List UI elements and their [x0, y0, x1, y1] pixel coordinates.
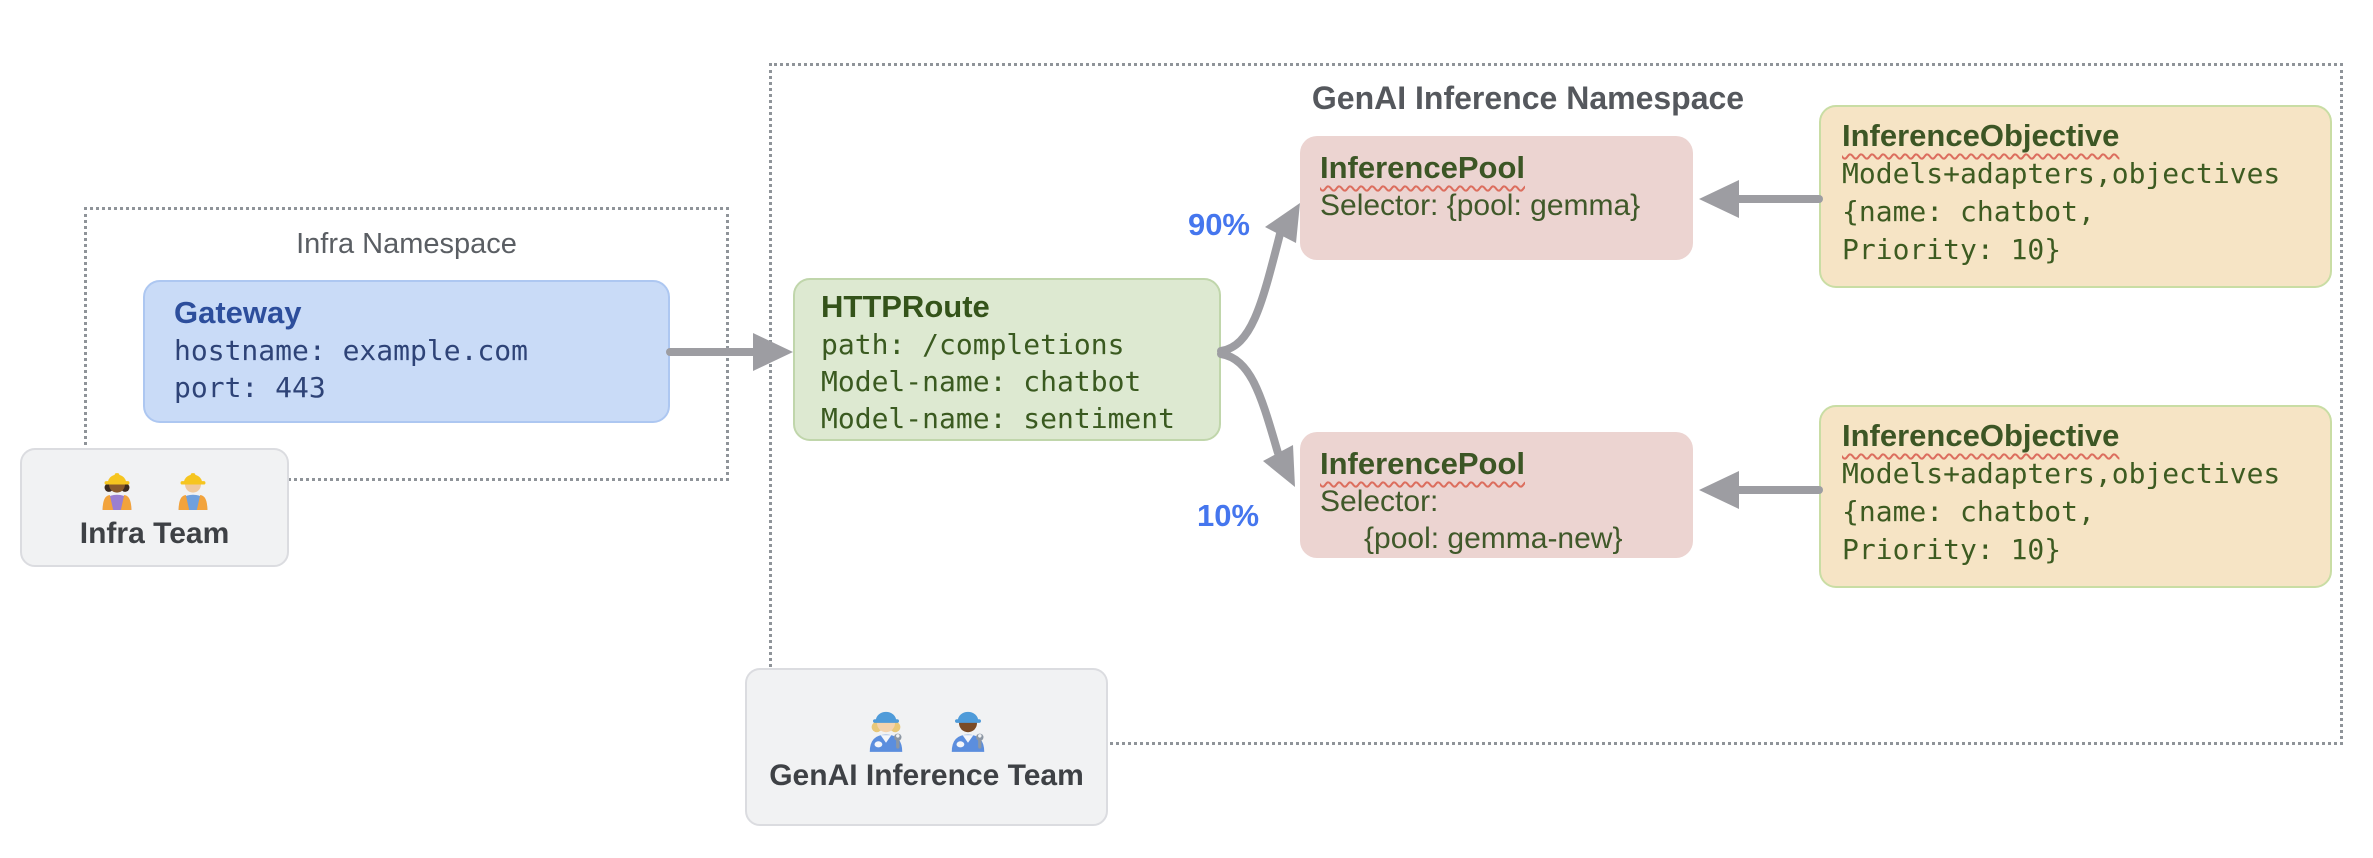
woman-construction-worker-icon: [102, 472, 131, 510]
inference-pool-top-title: InferencePool: [1320, 150, 1525, 185]
httproute-title: HTTPRoute: [821, 289, 990, 324]
httproute-path-line: path: /completions: [821, 328, 1125, 361]
genai-namespace-box: [769, 63, 2343, 745]
inference-objective-top-models-line: Models+adapters,objectives: [1842, 157, 2281, 190]
httproute-node: HTTPRoute path: /completions Model-name:…: [793, 278, 1221, 441]
genai-team-label: GenAI Inference Team: [769, 759, 1084, 792]
infra-namespace-box: [84, 207, 729, 481]
inference-objective-top-node: InferenceObjective Models+adapters,objec…: [1819, 105, 2332, 288]
infra-team-label: Infra Team: [79, 516, 230, 550]
inference-pool-bottom-node: InferencePool Selector: {pool: gemma-new…: [1300, 432, 1693, 558]
httproute-model-chatbot-line: Model-name: chatbot: [821, 365, 1142, 398]
inference-objective-top-title: InferenceObjective: [1842, 118, 2120, 153]
infra-team-icons: [94, 465, 216, 511]
infra-namespace-title: Infra Namespace: [296, 228, 517, 260]
inference-pool-top-selector-line: Selector: {pool: gemma}: [1320, 189, 1641, 222]
gateway-hostname-line: hostname: example.com: [174, 334, 529, 367]
httproute-model-sentiment-line: Model-name: sentiment: [821, 402, 1176, 435]
gateway-port-line: port: 443: [174, 371, 326, 404]
inference-objective-bottom-models-line: Models+adapters,objectives: [1842, 457, 2281, 490]
inference-objective-bottom-title: InferenceObjective: [1842, 418, 2120, 453]
traffic-split-10-label: 10%: [1196, 498, 1260, 533]
genai-team-icons: [860, 701, 994, 753]
woman-mechanic-icon: [869, 711, 902, 752]
mechanic-icon: [951, 711, 984, 752]
infra-team-card: Infra Team: [20, 448, 289, 567]
gateway-node: Gateway hostname: example.com port: 443: [143, 280, 670, 423]
gateway-title: Gateway: [174, 295, 302, 330]
inference-pool-bottom-title: InferencePool: [1320, 446, 1525, 481]
genai-namespace-title: GenAI Inference Namespace: [1311, 80, 1745, 116]
inference-pool-bottom-pool-line: {pool: gemma-new}: [1364, 522, 1623, 555]
construction-worker-icon: [178, 472, 207, 510]
inference-objective-bottom-node: InferenceObjective Models+adapters,objec…: [1819, 405, 2332, 588]
inference-pool-top-node: InferencePool Selector: {pool: gemma}: [1300, 136, 1693, 260]
genai-team-card: GenAI Inference Team: [745, 668, 1108, 826]
traffic-split-90-label: 90%: [1187, 207, 1250, 242]
inference-objective-top-name-line: {name: chatbot,: [1842, 195, 2095, 228]
inference-pool-bottom-selector-line: Selector:: [1320, 485, 1439, 518]
inference-objective-bottom-name-line: {name: chatbot,: [1842, 495, 2095, 528]
inference-objective-bottom-priority-line: Priority: 10}: [1842, 533, 2062, 566]
inference-objective-top-priority-line: Priority: 10}: [1842, 233, 2062, 266]
